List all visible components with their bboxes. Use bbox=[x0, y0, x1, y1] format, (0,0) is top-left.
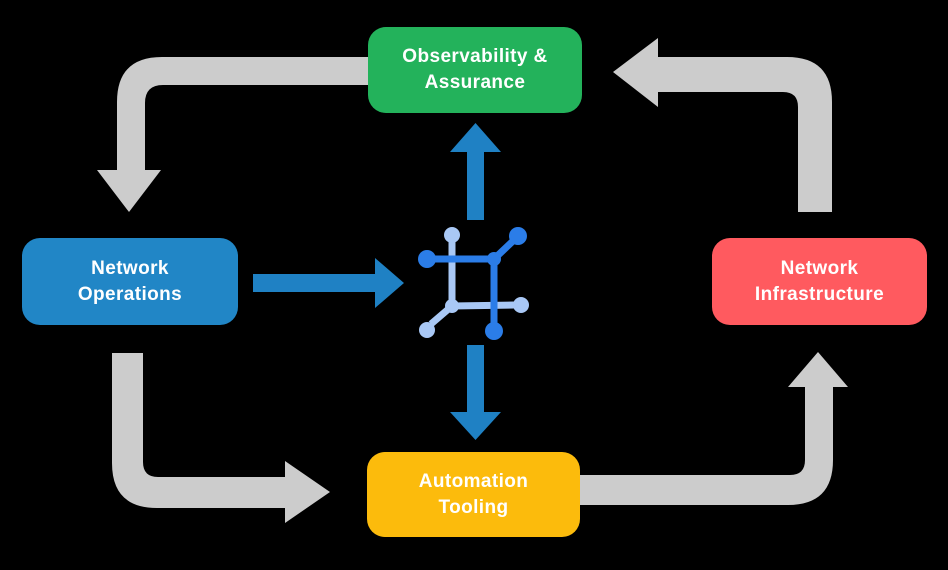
box-network-operations-label-line1: Network bbox=[91, 257, 169, 279]
box-network-infrastructure-label-line1: Network bbox=[780, 257, 859, 279]
box-automation-tooling-label-line1: Automation bbox=[418, 470, 529, 492]
arrow-observability-to-operations bbox=[97, 57, 370, 212]
arrow-infrastructure-to-observability bbox=[613, 38, 832, 212]
arrow-operations-to-center bbox=[253, 258, 404, 308]
box-observability-assurance: Observability & Assurance bbox=[368, 27, 582, 113]
box-network-infrastructure-label-line2: Infrastructure bbox=[754, 283, 885, 305]
hub-icon-light-nodes bbox=[419, 227, 529, 338]
cycle-arrows bbox=[97, 38, 848, 523]
box-automation-tooling: Automation Tooling bbox=[367, 452, 580, 537]
box-network-operations-label-line2: Operations bbox=[77, 283, 183, 305]
network-automation-hub-icon bbox=[418, 227, 529, 340]
box-network-infrastructure: Network Infrastructure bbox=[712, 238, 927, 325]
box-network-operations: Network Operations bbox=[22, 238, 238, 325]
arrow-center-to-automation bbox=[450, 345, 501, 440]
box-observability-assurance-label-line1: Observability & bbox=[402, 46, 548, 67]
arrow-automation-to-infrastructure bbox=[578, 352, 848, 505]
arrow-operations-to-automation bbox=[112, 353, 330, 523]
hub-icon-dark-nodes bbox=[418, 227, 527, 340]
hub-arrows bbox=[253, 123, 501, 440]
box-automation-tooling-label-line2: Tooling bbox=[438, 496, 509, 518]
arrow-center-to-observability bbox=[450, 123, 501, 220]
box-observability-assurance-label-line2: Assurance bbox=[424, 72, 526, 93]
